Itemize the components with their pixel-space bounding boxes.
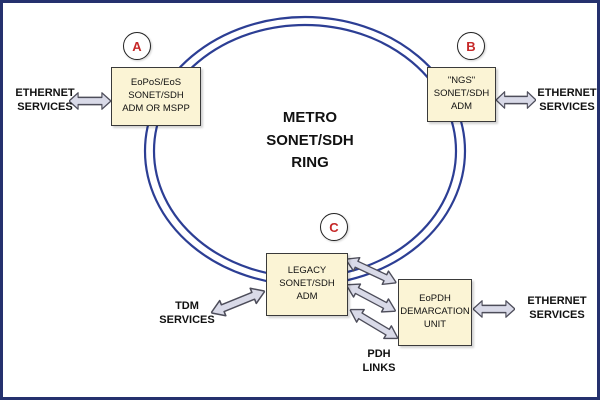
node-c-badge-letter: C <box>329 219 339 235</box>
node-a-badge: A <box>123 32 151 60</box>
eopdh-demarcation-box: EoPDH DEMARCATION UNIT <box>398 279 472 346</box>
bidirectional-arrow-icon <box>496 90 536 110</box>
node-a-box: EoPoS/EoS SONET/SDH ADM OR MSPP <box>111 67 201 126</box>
node-b-badge-letter: B <box>466 38 476 54</box>
node-c-label: LEGACY SONET/SDH ADM <box>279 265 335 302</box>
node-a-badge-letter: A <box>132 38 142 54</box>
eopdh-label: EoPDH DEMARCATION UNIT <box>400 293 470 330</box>
tdm-services-label: TDM SERVICES <box>159 300 215 326</box>
node-c-badge: C <box>320 213 348 241</box>
pdh-links-label: PDH LINKS <box>362 348 396 374</box>
bidirectional-arrow-icon <box>342 251 400 291</box>
node-c-box: LEGACY SONET/SDH ADM <box>266 253 348 316</box>
ethernet-services-left-label: ETHERNET SERVICES <box>15 87 75 113</box>
ethernet-services-right-label: ETHERNET SERVICES <box>537 87 597 113</box>
ethernet-services-bottom-right-label: ETHERNET SERVICES <box>527 295 587 321</box>
node-b-badge: B <box>457 32 485 60</box>
node-b-box: "NGS" SONET/SDH ADM <box>427 67 496 122</box>
bidirectional-arrow-icon <box>207 282 268 322</box>
bidirectional-arrow-icon <box>342 277 400 319</box>
bidirectional-arrow-icon <box>69 91 111 111</box>
bidirectional-arrow-icon <box>473 299 515 319</box>
node-a-label: EoPoS/EoS SONET/SDH ADM OR MSPP <box>122 77 190 114</box>
node-b-label: "NGS" SONET/SDH ADM <box>433 75 490 112</box>
ring-title: METRO SONET/SDH RING <box>266 109 354 171</box>
sonet-ring <box>143 15 467 287</box>
